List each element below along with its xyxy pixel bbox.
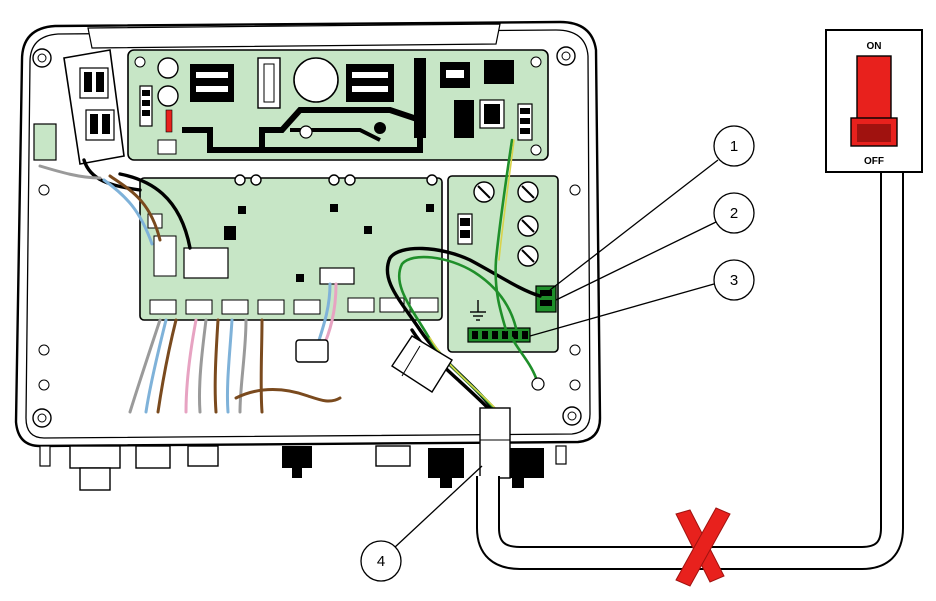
callout-2: [713, 192, 755, 234]
cable-glands: [39, 407, 567, 491]
main-logic-board: [139, 174, 443, 321]
switch-off-label: OFF: [864, 156, 884, 167]
power-terminal-board: [447, 175, 559, 353]
callout-1: [713, 125, 755, 167]
cut-cable-cross-icon: [675, 507, 731, 587]
signal-wire-bundles: [38, 158, 342, 414]
power-cable-gland: [479, 407, 511, 479]
power-supply-board: [127, 49, 549, 161]
ground-symbol-icon: [470, 300, 486, 321]
relay-terminal-block: [535, 285, 557, 313]
callout-4: [360, 540, 402, 582]
callouts: 1 2 3 4: [360, 125, 755, 582]
service-switch-cover: [33, 49, 125, 165]
callout-2-label: 2: [730, 205, 738, 222]
callout-3: [713, 259, 755, 301]
callout-1-label: 1: [730, 138, 738, 155]
power-cable-wires: [385, 138, 545, 412]
power-disconnect-switch: ON OFF: [825, 29, 923, 173]
callout-3-label: 3: [730, 272, 738, 289]
callout-4-label: 4: [377, 553, 385, 570]
switch-on-label: ON: [867, 41, 882, 52]
